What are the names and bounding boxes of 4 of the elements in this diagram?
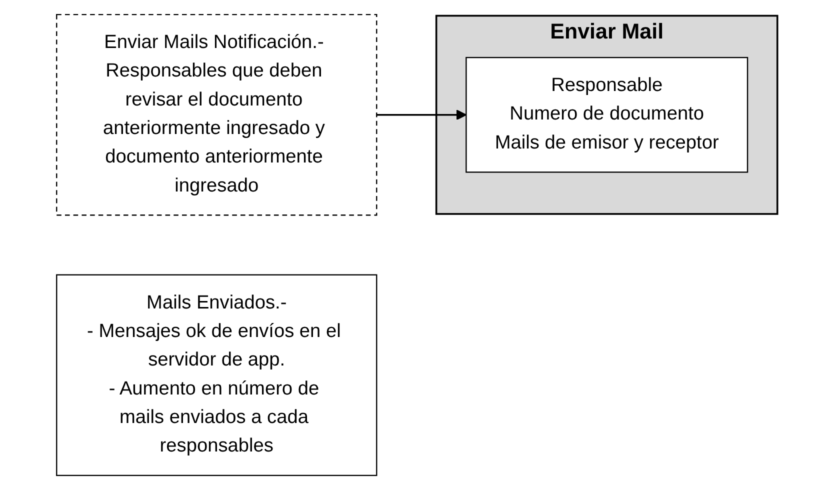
node-box: Responsable Numero de documento Mails de emisor y receptor — [465, 56, 748, 173]
node-box: Mails Enviados.- - Mensajes ok de envíos en el servidor de app. - Aumento en número de mails enviados a cada responsables — [56, 274, 377, 476]
node-box: Enviar Mails Notificación.- Responsables que deben revisar el documento anteriormente ingresado y documento anteriormente ingresado — [56, 14, 377, 216]
arrow — [376, 110, 466, 120]
